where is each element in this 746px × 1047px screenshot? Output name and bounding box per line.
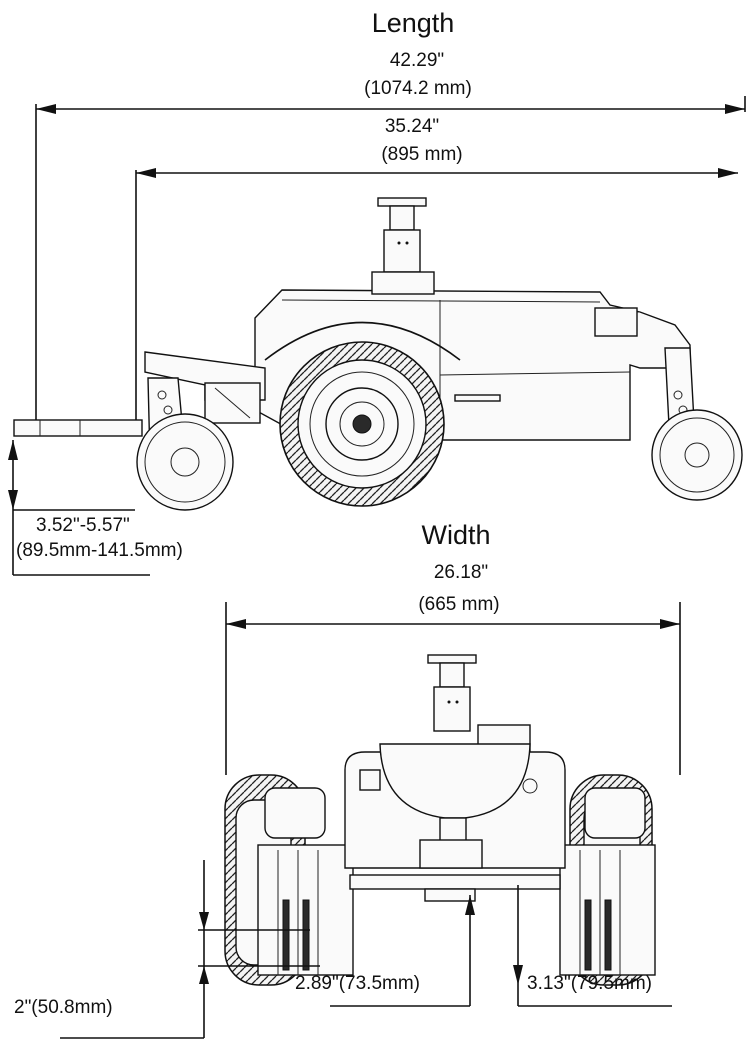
ground-clearance-mm: (89.5mm-141.5mm) [16,540,183,561]
clearance-right-label: 3.13"(79.5mm) [527,973,652,994]
body-length-in: 35.24" [385,116,439,137]
robot-front-drawing [224,654,656,986]
clearance-center-label: 2.89"(73.5mm) [295,973,420,994]
width-mm: (665 mm) [418,594,499,615]
overall-length-dimension [35,96,746,425]
body-length-mm: (895 mm) [381,144,462,165]
ground-clearance-dimension [8,440,150,576]
overall-length-mm: (1074.2 mm) [364,78,472,99]
ground-clearance-in: 3.52"-5.57" [36,515,130,536]
side-view: Length 42.29" (1074.2 mm) 35.24" (895 mm… [8,8,746,576]
width-dimension [225,602,681,775]
front-clearance-dimensions [60,860,672,1039]
overall-length-in: 42.29" [390,50,444,71]
front-view: Width 26.18" (665 mm) [14,520,681,1039]
body-length-dimension [135,168,738,425]
width-in: 26.18" [434,562,488,583]
width-heading: Width [421,520,490,550]
clearance-left-label: 2"(50.8mm) [14,997,113,1018]
robot-side-drawing [13,197,743,511]
length-heading: Length [372,8,455,38]
